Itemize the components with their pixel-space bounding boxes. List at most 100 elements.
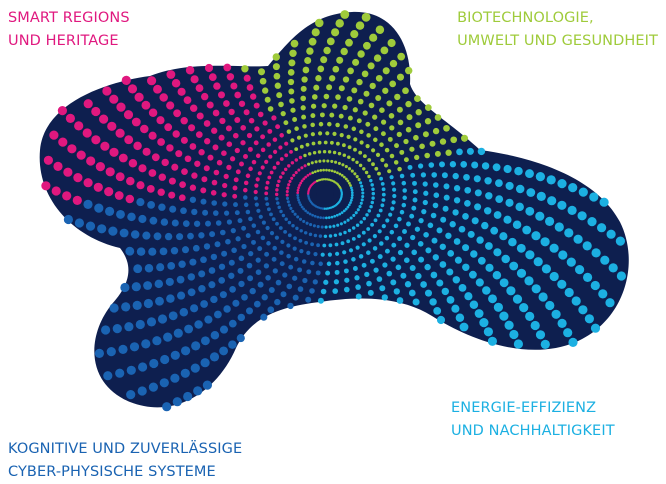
dot-smart — [172, 130, 180, 138]
dot-energy — [432, 202, 439, 209]
dot-bio — [343, 124, 349, 129]
dot-cyber — [229, 286, 236, 293]
dot-smart — [188, 124, 196, 132]
dot-bio — [314, 160, 318, 164]
dot-bio — [352, 58, 360, 66]
dot-energy — [361, 242, 366, 247]
dot-bio — [306, 47, 314, 55]
dot-bio — [288, 88, 295, 95]
dot-energy — [414, 226, 421, 232]
dot-energy — [484, 177, 492, 185]
dot-smart — [190, 75, 199, 84]
dot-cyber — [272, 268, 278, 274]
dot-bio — [371, 148, 376, 153]
dot-cyber — [212, 210, 219, 216]
dot-smart — [246, 132, 253, 139]
dot-cyber — [309, 288, 315, 294]
dot-smart — [243, 74, 251, 82]
dot-energy — [549, 243, 559, 253]
dot-energy — [493, 248, 502, 257]
dot-energy — [525, 206, 535, 216]
dot-energy — [320, 252, 325, 257]
dot-energy — [391, 242, 397, 248]
dot-cyber — [287, 203, 291, 207]
dot-bio — [373, 126, 379, 132]
dot-smart — [194, 160, 201, 167]
dot-energy — [401, 180, 407, 186]
dot-smart — [57, 106, 67, 116]
dot-bio — [287, 78, 295, 86]
dot-smart — [222, 182, 228, 189]
dot-smart — [234, 91, 242, 99]
dot-energy — [460, 161, 468, 168]
dot-bio — [397, 166, 402, 172]
dot-bio — [355, 160, 359, 165]
dot-energy — [392, 193, 397, 199]
dot-cyber — [176, 275, 185, 284]
dot-smart — [296, 191, 300, 195]
dot-smart — [74, 121, 84, 131]
dot-bio — [273, 72, 281, 80]
dot-smart — [272, 137, 278, 142]
dot-energy — [441, 287, 450, 296]
dot-energy — [600, 255, 610, 265]
dot-energy — [333, 214, 337, 218]
dot-energy — [427, 222, 434, 229]
dot-cyber — [63, 214, 73, 225]
dot-cyber — [148, 247, 157, 256]
dot-smart — [253, 140, 259, 146]
dot-energy — [367, 289, 374, 296]
dot-energy — [335, 260, 340, 266]
dot-energy — [454, 256, 462, 264]
dot-energy — [366, 280, 372, 287]
dot-cyber — [293, 236, 297, 241]
dot-energy — [464, 292, 473, 301]
dot-cyber — [172, 397, 182, 407]
dot-cyber — [271, 217, 276, 222]
dot-smart — [230, 82, 238, 90]
dot-smart — [277, 179, 281, 184]
dot-bio — [353, 147, 357, 152]
label-energy-line-1: ENERGIE-EFFIZIENZ — [451, 400, 597, 416]
dot-cyber — [282, 272, 288, 278]
dot-energy — [455, 313, 465, 323]
dot-energy — [501, 254, 510, 264]
dot-cyber — [280, 291, 287, 298]
dot-energy — [333, 233, 338, 238]
dot-energy — [443, 194, 450, 201]
dot-bio — [290, 138, 295, 143]
dot-energy — [462, 213, 469, 220]
dot-smart — [181, 168, 188, 175]
dot-smart — [257, 171, 262, 176]
dot-energy — [482, 286, 491, 295]
dot-cyber — [155, 296, 164, 306]
dot-bio — [322, 159, 326, 163]
dot-energy — [568, 337, 578, 347]
dot-smart — [189, 184, 197, 191]
dot-bio — [404, 66, 413, 75]
dot-cyber — [136, 198, 145, 207]
dot-bio — [283, 120, 289, 126]
dot-energy — [359, 220, 363, 224]
dot-energy — [531, 284, 541, 294]
dot-cyber — [153, 232, 162, 241]
dot-energy — [508, 237, 517, 247]
dot-cyber — [219, 325, 229, 334]
dot-cyber — [291, 223, 295, 228]
dot-energy — [590, 280, 600, 291]
dot-cyber — [192, 244, 200, 252]
dot-smart — [260, 165, 265, 170]
dot-energy — [379, 176, 384, 181]
dot-energy — [381, 224, 386, 229]
dot-cyber — [162, 402, 172, 412]
dot-cyber — [260, 313, 268, 321]
dot-smart — [239, 161, 244, 167]
dot-energy — [557, 318, 567, 328]
dot-bio — [332, 150, 337, 155]
dot-cyber — [106, 347, 116, 357]
dot-cyber — [261, 294, 268, 301]
dot-bio — [460, 134, 469, 142]
dot-energy — [433, 192, 440, 199]
dot-energy — [382, 262, 388, 268]
dot-bio — [443, 124, 450, 132]
